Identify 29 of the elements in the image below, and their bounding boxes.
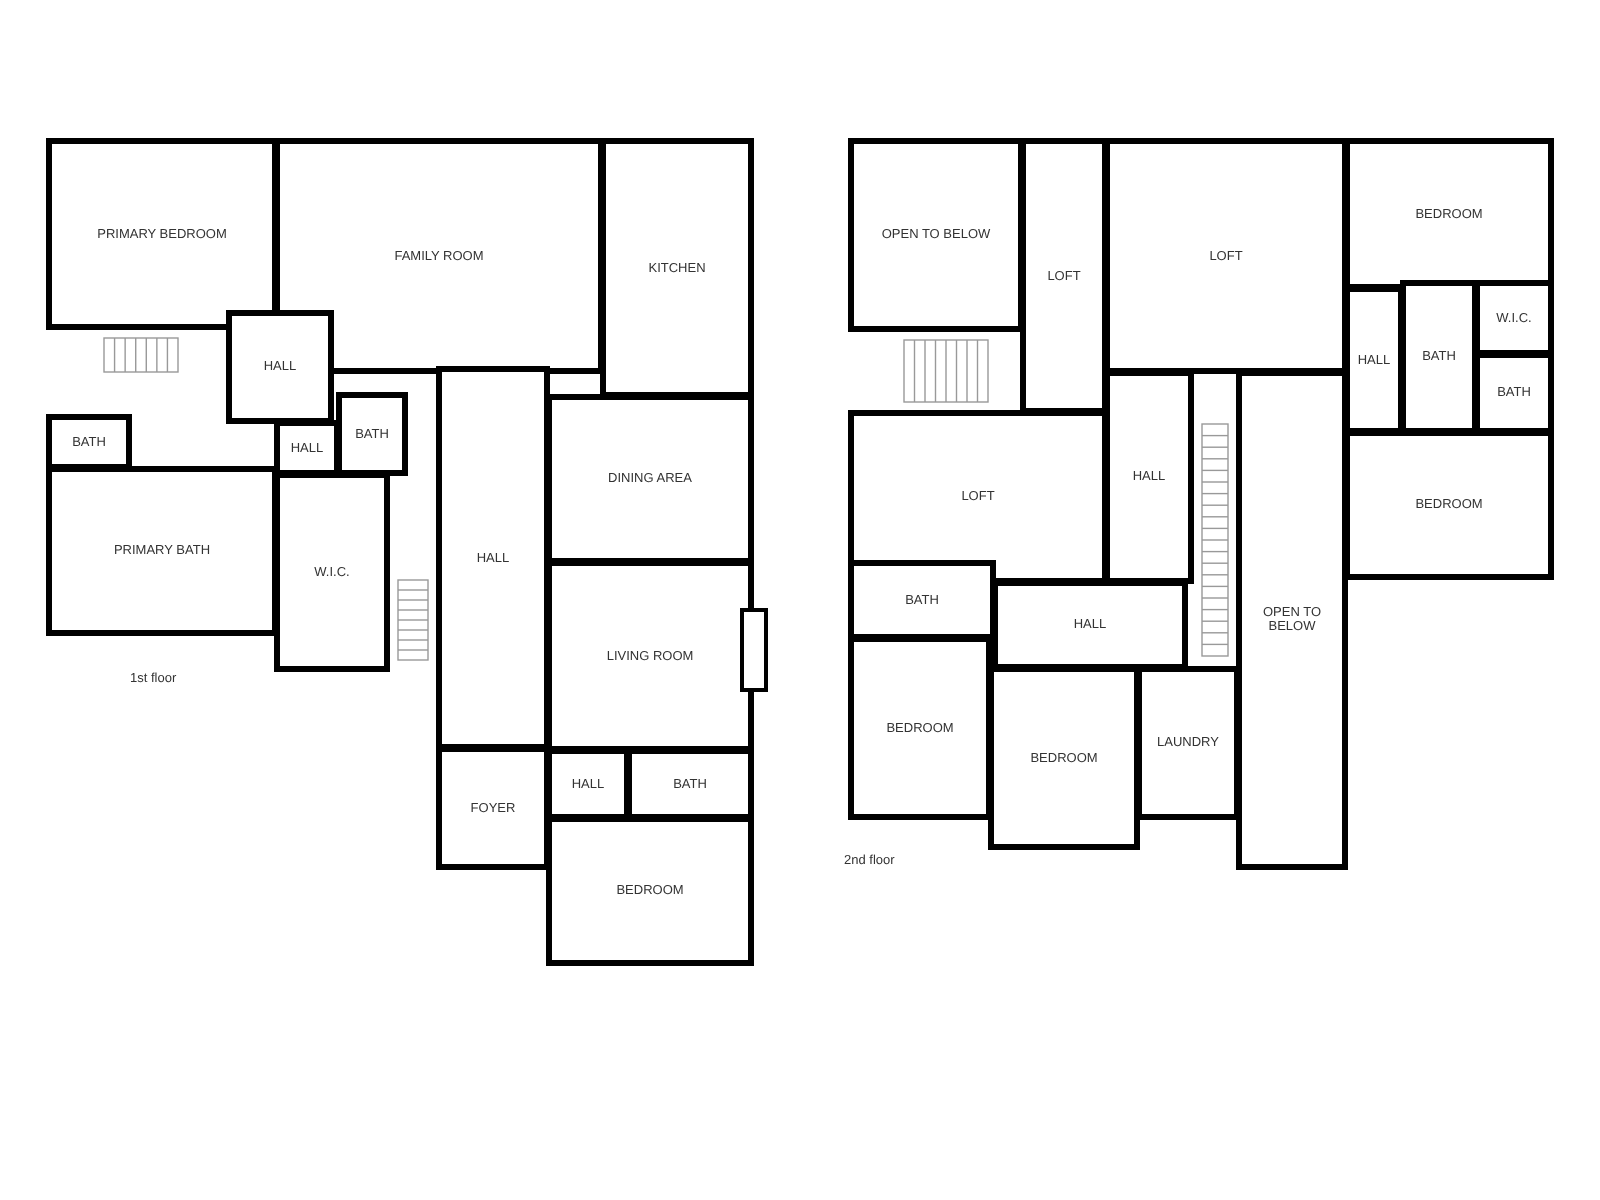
room-outline (46, 138, 278, 330)
room-outline (1236, 370, 1348, 870)
room-outline (1104, 370, 1194, 584)
room-outline (1474, 352, 1554, 434)
room-outline (992, 580, 1188, 670)
room-outline (436, 746, 550, 870)
room-outline (848, 138, 1024, 332)
room-outline (1020, 138, 1108, 414)
room-outline (1344, 138, 1554, 290)
room-outline (1104, 138, 1348, 374)
room-outline (336, 392, 408, 476)
room-outline (1344, 430, 1554, 580)
room-outline (848, 410, 1108, 584)
room-outline (274, 472, 390, 672)
room-outline (546, 394, 754, 564)
room-outline (848, 636, 992, 820)
room-outline (848, 560, 996, 640)
room-outline (46, 466, 278, 636)
room-outline (546, 816, 754, 966)
room-outline (46, 414, 132, 470)
room-outline (600, 138, 754, 398)
room-outline (1400, 280, 1478, 434)
room-outline (988, 666, 1140, 850)
room-outline (1474, 280, 1554, 356)
room-outline (546, 560, 754, 752)
room-outline (1136, 666, 1240, 820)
room-outline (436, 366, 550, 750)
room-outline (226, 310, 334, 424)
room-outline (626, 748, 754, 820)
